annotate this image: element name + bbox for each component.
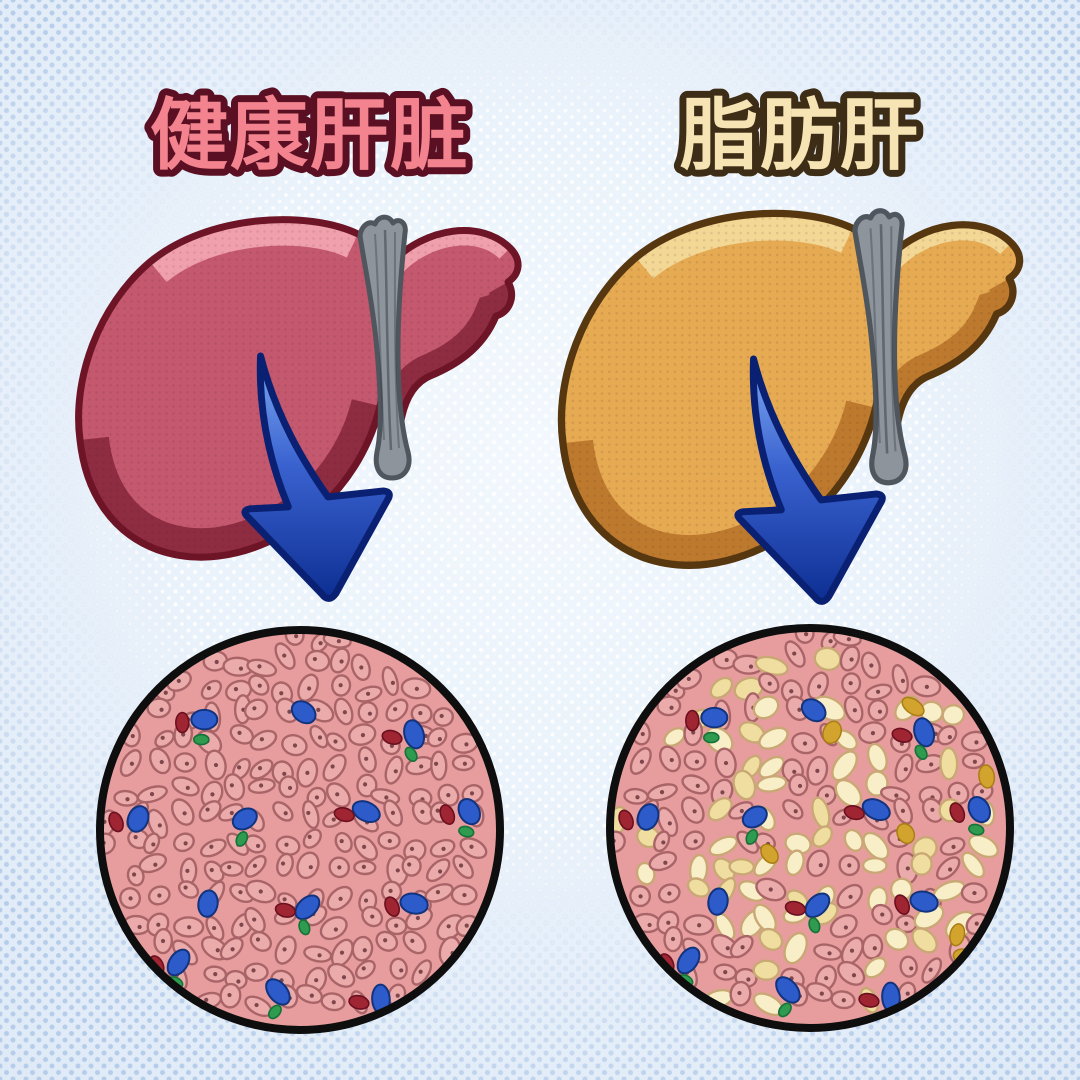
fatty-title-text: 脂肪肝 xyxy=(680,91,920,179)
fatty-arrow-down-icon xyxy=(708,355,940,623)
healthy-micro-view xyxy=(96,626,504,1034)
healthy-liver-title: 健康肝脏 xyxy=(143,84,475,185)
fatty-liver-title: 脂肪肝 xyxy=(673,84,925,185)
fatty-micro-ring xyxy=(606,624,1014,1032)
healthy-micro-ring xyxy=(96,626,504,1034)
healthy-title-text: 健康肝脏 xyxy=(150,91,470,179)
healthy-arrow-down-icon xyxy=(215,352,447,620)
fatty-micro-view xyxy=(606,624,1014,1032)
